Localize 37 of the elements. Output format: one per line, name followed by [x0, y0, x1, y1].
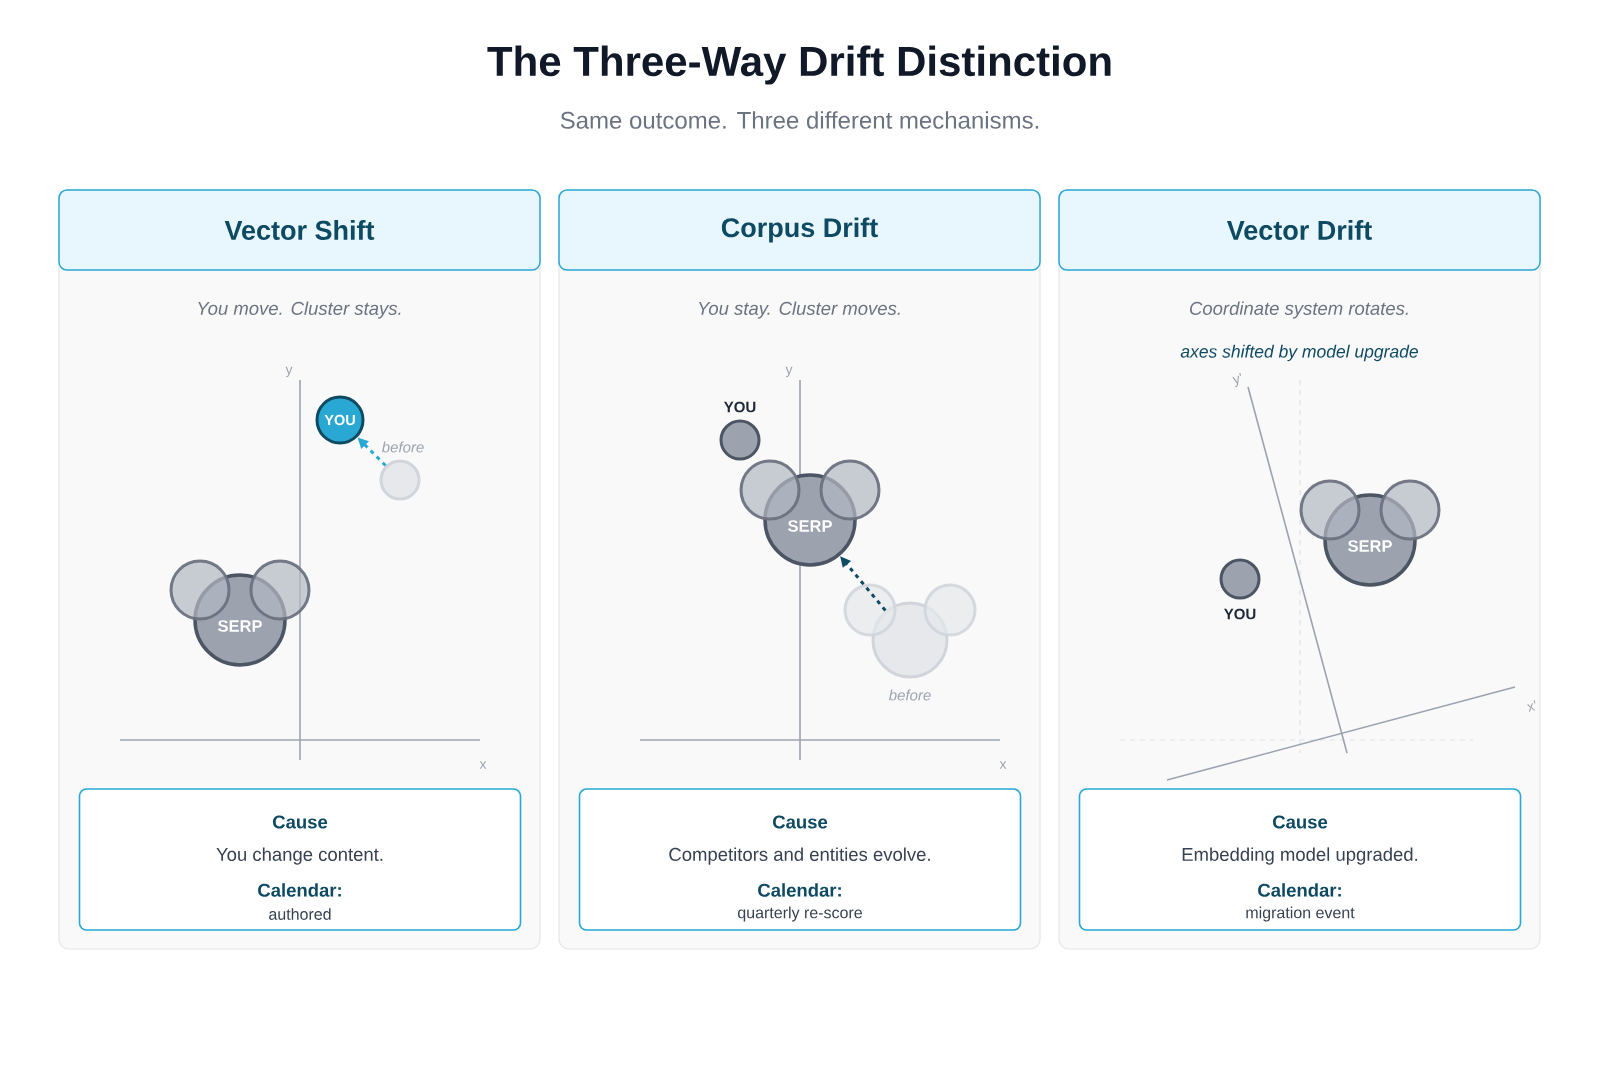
header-band: Corpus Drift: [558, 189, 1041, 271]
title: The Three-Way Drift Distinction: [487, 45, 1111, 85]
axis-label: y: [785, 366, 793, 378]
box-text: You change content.: [216, 847, 383, 865]
cause-box: [1078, 788, 1522, 931]
box-text: migration event: [1246, 906, 1355, 922]
box-heading: Calendar:: [1258, 883, 1341, 897]
caption-text: You stay. Cluster moves.: [698, 301, 900, 319]
cause-box: [78, 788, 522, 931]
cluster: SERP: [739, 459, 881, 567]
box-text: Embedding model upgraded.: [1182, 847, 1418, 865]
box-heading: Calendar:: [758, 883, 841, 897]
caption-text: Coordinate system rotates.: [1190, 301, 1408, 319]
cause-box: [578, 788, 1022, 931]
cluster: SERP: [169, 559, 311, 667]
axis-label: y: [285, 366, 293, 378]
point-label: YOU: [1224, 608, 1256, 620]
box-text: quarterly re-score: [738, 906, 862, 922]
note-text: before: [381, 441, 424, 453]
box-text: Competitors and entities evolve.: [669, 847, 930, 865]
axis-label: y': [1232, 372, 1241, 388]
header-band: Vector Shift: [58, 189, 541, 271]
box-heading: Cause: [773, 815, 828, 829]
box-heading: Calendar:: [258, 883, 341, 897]
axis-label: x': [1526, 700, 1536, 712]
axis-label: x: [479, 761, 487, 769]
header-band: Vector Drift: [1058, 189, 1541, 271]
axis-label: x: [999, 761, 1007, 769]
caption-text: You move. Cluster stays.: [198, 301, 401, 319]
box-heading: Cause: [1273, 815, 1328, 829]
note-text: before: [888, 689, 931, 701]
subtitle: Same outcome. Three different mechanisms.: [560, 111, 1039, 129]
point-label: YOU: [724, 401, 756, 413]
note-text: axes shifted by model upgrade: [1180, 344, 1418, 362]
box-text: authored: [269, 908, 331, 920]
box-heading: Cause: [273, 815, 328, 829]
cluster: SERP: [1299, 479, 1441, 587]
